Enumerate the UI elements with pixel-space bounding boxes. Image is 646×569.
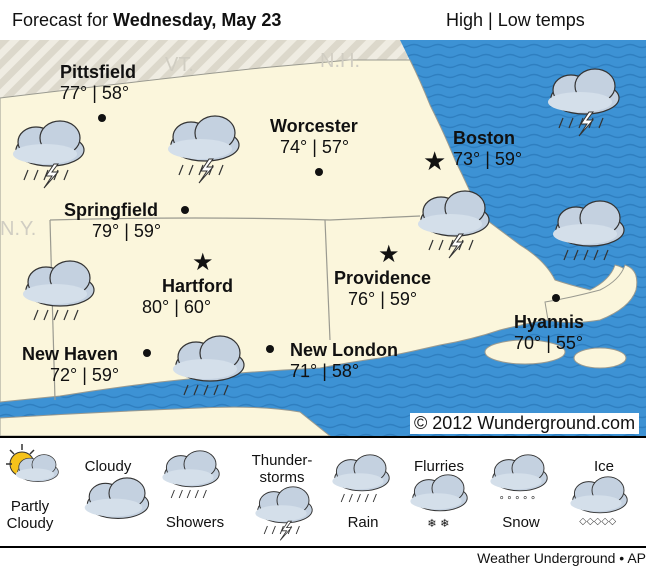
forecast-title: Forecast for Wednesday, May 23 xyxy=(12,10,282,30)
state-label-ny: N.Y. xyxy=(0,218,37,240)
legend-thunderstorms: Thunder- storms xyxy=(251,452,313,486)
cloudy-icon xyxy=(84,477,150,519)
marthas-vineyard xyxy=(484,339,566,365)
ct-ri-border xyxy=(324,219,331,341)
svg-text:❄ ❄: ❄ ❄ xyxy=(427,517,449,530)
ny-border xyxy=(49,219,56,401)
thunderstorms-icon xyxy=(254,486,313,541)
ice-icon: ◇◇◇◇◇ xyxy=(569,476,628,527)
legend-snow: Snow xyxy=(502,514,540,531)
state-label-nh: N.H. xyxy=(320,50,360,72)
springfield-dot xyxy=(181,206,189,214)
svg-text:◇◇◇◇◇: ◇◇◇◇◇ xyxy=(579,516,617,527)
pittsfield-dot xyxy=(98,114,106,122)
legend-ice: Ice xyxy=(593,458,614,475)
hyannis-dot xyxy=(552,294,560,302)
weather-legend: ❄ ❄ ° ° ° ° ° ◇◇◇◇◇ Partly Cloudy Cloudy… xyxy=(0,436,646,548)
worcester-dot xyxy=(315,168,323,176)
temps-legend: High | Low temps xyxy=(446,10,585,30)
legend-showers: Showers xyxy=(165,514,225,531)
svg-text:° ° ° ° °: ° ° ° ° ° xyxy=(499,496,535,507)
header: Forecast for Wednesday, May 23 High | Lo… xyxy=(0,0,646,40)
legend-cloudy: Cloudy xyxy=(84,458,132,475)
new-london-dot xyxy=(266,345,274,353)
legend-flurries: Flurries xyxy=(413,458,464,475)
ocean xyxy=(0,40,646,436)
legend-rain: Rain xyxy=(347,514,379,531)
source-credit: Weather Underground • AP xyxy=(477,550,646,566)
boston-star-icon: ★ xyxy=(423,147,446,177)
hartford-star-icon: ★ xyxy=(192,248,214,276)
long-island xyxy=(0,406,332,437)
legend-partly-cloudy: Partly Cloudy xyxy=(6,498,54,532)
snow-icon: ° ° ° ° ° xyxy=(489,454,548,507)
providence-star-icon: ★ xyxy=(378,240,400,268)
nantucket xyxy=(573,347,627,369)
new-haven-dot xyxy=(143,349,151,357)
partly-cloudy-icon xyxy=(6,444,59,482)
state-label-vt: VT. xyxy=(165,54,194,76)
showers-icon xyxy=(161,450,220,499)
ma-ct-border xyxy=(49,215,421,221)
cape-cod xyxy=(544,264,638,323)
copyright: © 2012 Wunderground.com xyxy=(410,413,640,434)
rain-legend-icon xyxy=(331,454,390,503)
flurries-icon: ❄ ❄ xyxy=(409,474,468,530)
